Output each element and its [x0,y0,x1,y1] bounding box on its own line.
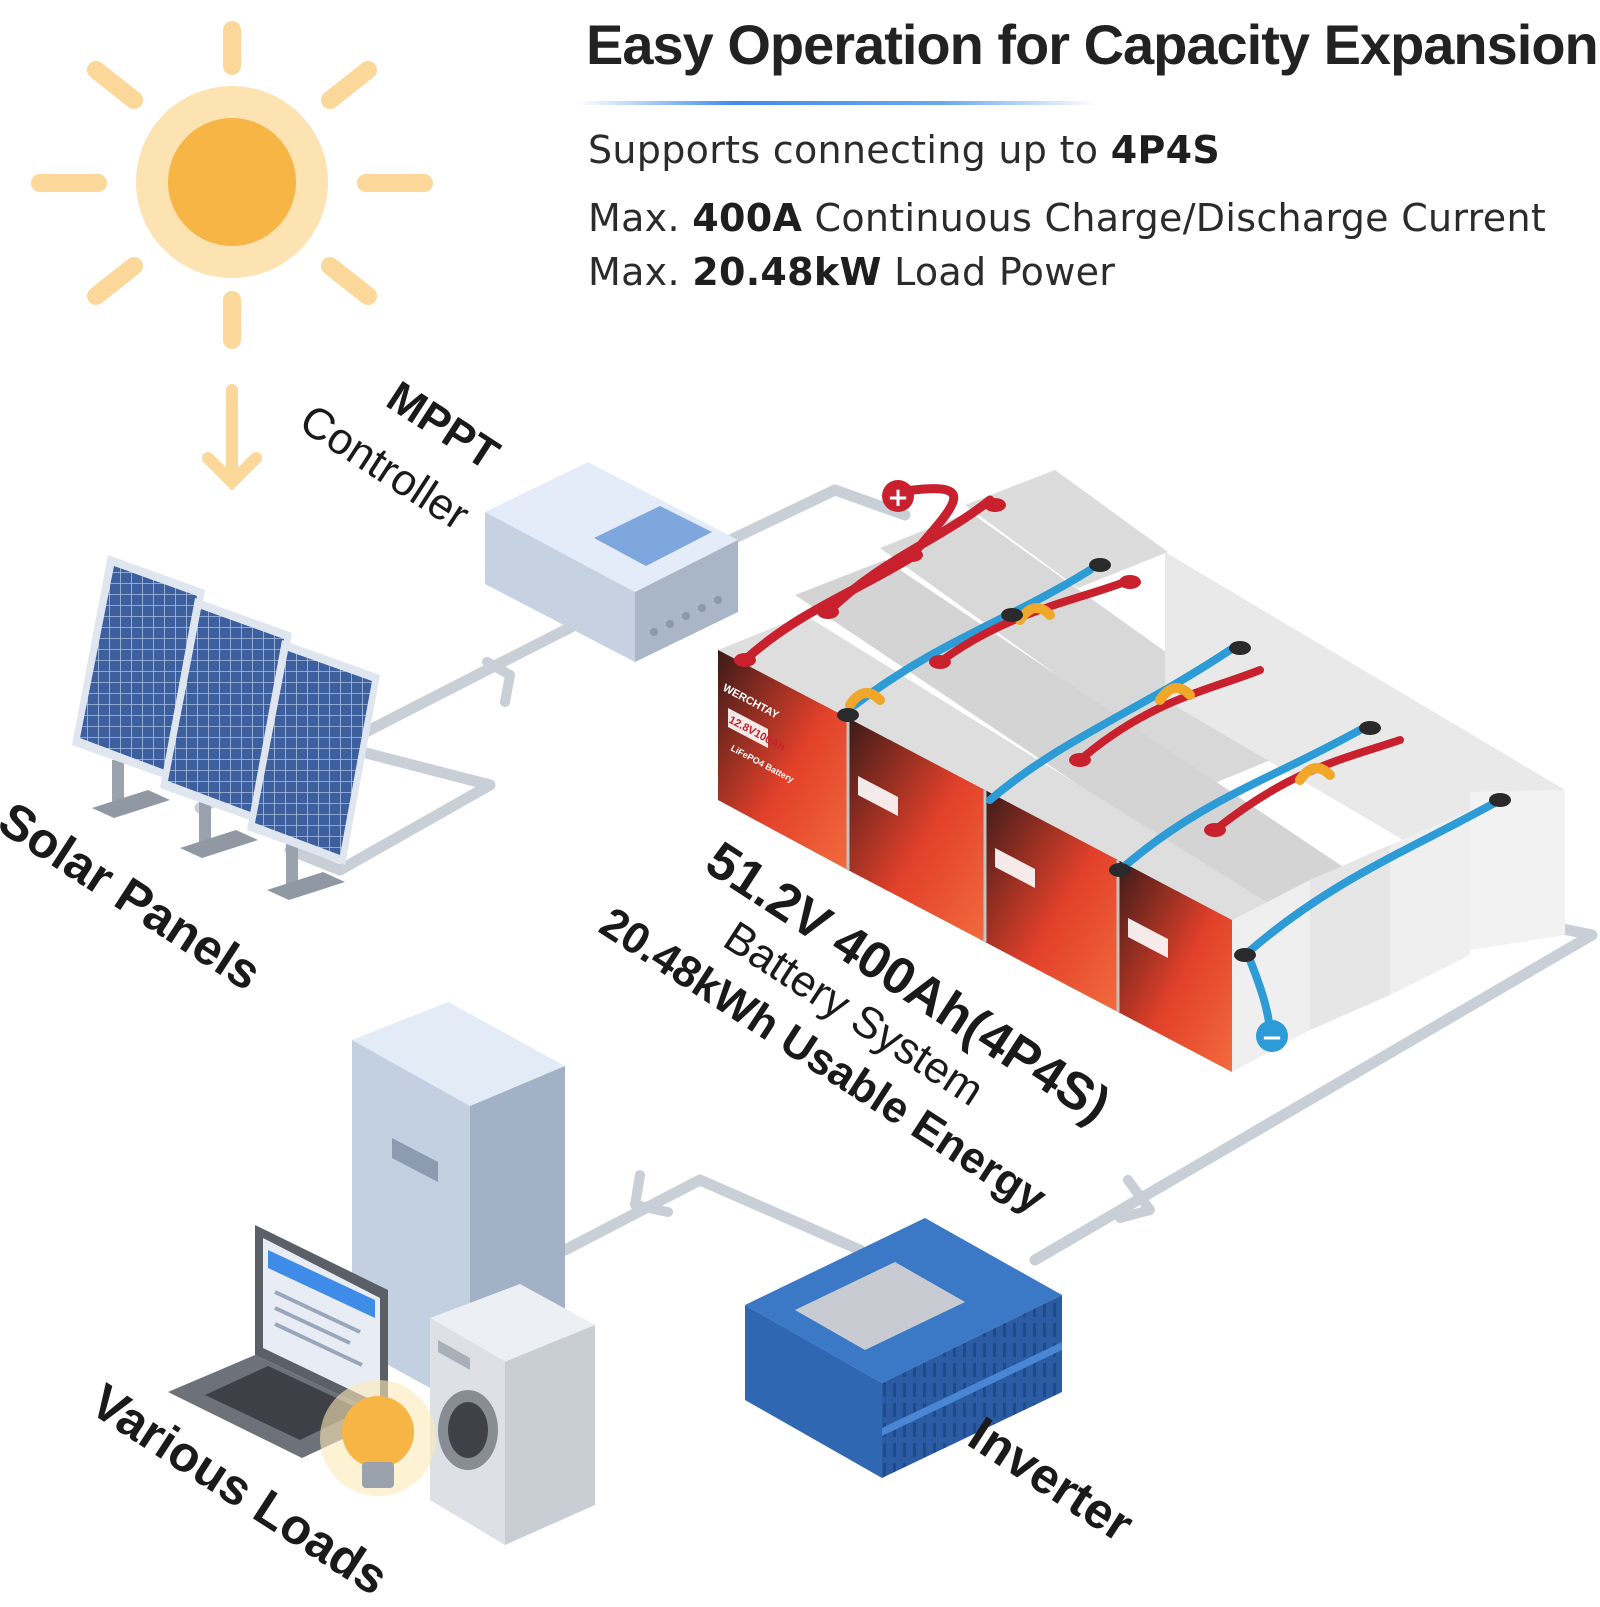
flow-arrow-icons [482,657,1155,1223]
page-title: Easy Operation for Capacity Expansion [586,13,1599,76]
spec-line-power: Max. 20.48kW Load Power [588,250,1115,294]
spec-power-text: Load Power [881,250,1116,294]
sun-icon [31,21,433,349]
spec-line-current: Max. 400A Continuous Charge/Discharge Cu… [588,196,1546,240]
spec-current-prefix: Max. [588,196,693,240]
battery-bank-icon [718,470,1565,1072]
mppt-controller-icon [485,462,738,662]
solar-panels-icon [72,555,380,900]
spec-line-config: Supports connecting up to 4P4S [588,128,1220,172]
spec-config-text: Supports connecting up to [588,128,1111,172]
positive-terminal-sign: + [887,483,909,513]
washing-machine-icon [430,1284,595,1545]
sunlight-arrow-icon [202,384,262,491]
spec-current-text: Continuous Charge/Discharge Current [802,196,1547,240]
spec-current-value: 400A [692,196,803,240]
spec-power-prefix: Max. [588,250,693,294]
positive-terminal-icon: + [882,480,914,513]
inverter-icon [745,1218,1062,1478]
negative-terminal-icon: − [1256,1020,1288,1053]
negative-terminal-sign: − [1261,1023,1283,1053]
title-divider [578,101,1098,105]
loads-icon [168,1002,595,1545]
spec-config-value: 4P4S [1110,128,1221,172]
light-bulb-icon [320,1380,436,1496]
spec-power-value: 20.48kW [692,250,882,294]
